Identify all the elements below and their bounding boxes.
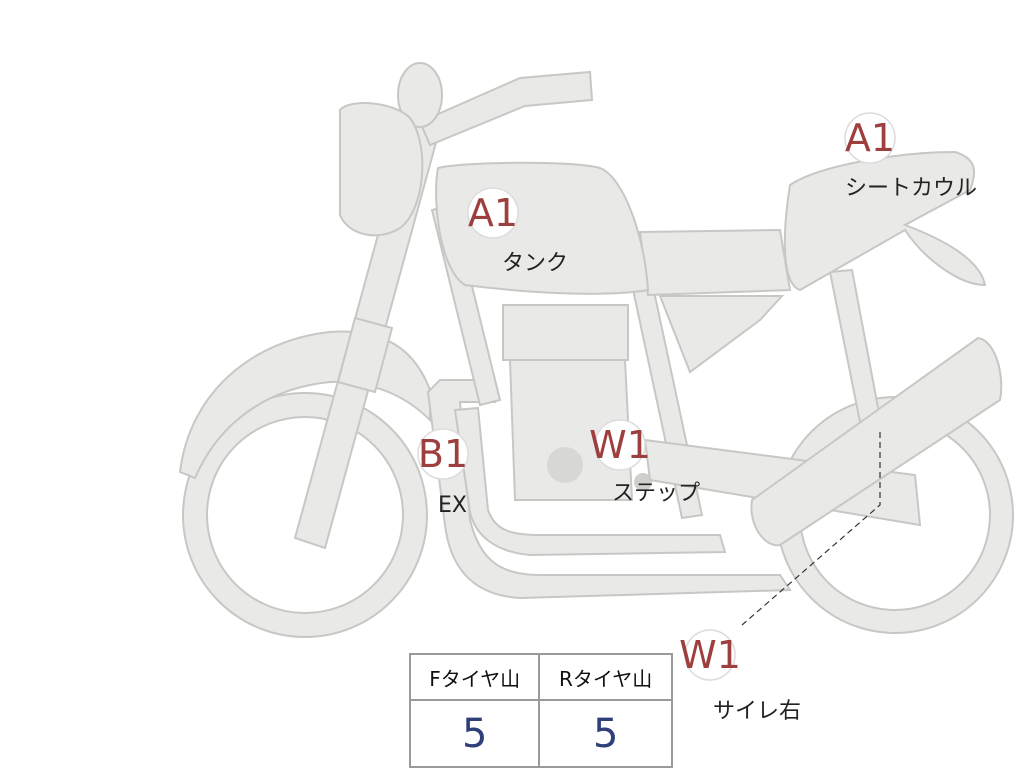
headlight [339,102,424,237]
marker-label: タンク [502,251,568,276]
front-tire-value: 5 [408,699,541,768]
marker-code: B1 [418,432,468,476]
exhaust-pipe-inner [453,406,727,557]
marker-code: W1 [679,633,741,677]
rear-tire-value: 5 [538,699,673,768]
side-cover [658,295,785,374]
marker-label: ステップ [612,481,700,506]
handlebar [418,70,594,147]
marker-seat-cowl: A1 シートカウル [844,112,977,201]
marker-tank: A1 タンク [467,187,568,276]
mirror [397,62,443,128]
tread-table-header-row: Fタイヤ山 Rタイヤ山 [408,652,673,702]
front-tire-header: Fタイヤ山 [408,652,541,702]
seat-cowl-shape [783,150,987,292]
rear-tire-header: Rタイヤ山 [538,652,673,702]
marker-label: シートカウル [845,176,977,201]
rear-shock [828,268,882,424]
marker-code: A1 [845,116,895,160]
silencer [750,336,1003,547]
marker-exhaust: B1 EX [417,428,469,518]
marker-label: EX [438,493,467,518]
marker-silencer-right: W1 サイレ右 [679,629,801,724]
exhaust-pipe-outer [426,379,792,600]
marker-code: A1 [468,191,518,235]
marker-code: W1 [589,423,651,467]
marker-step: W1 ステップ [589,419,700,506]
silencer-leader-line [741,432,881,626]
marker-label: サイレ右 [713,699,801,724]
tread-table-value-row: 5 5 [408,699,673,768]
front-fork-cover [336,316,394,394]
tire-tread-table: Fタイヤ山 Rタイヤ山 5 5 [408,652,673,768]
seat [638,228,792,297]
